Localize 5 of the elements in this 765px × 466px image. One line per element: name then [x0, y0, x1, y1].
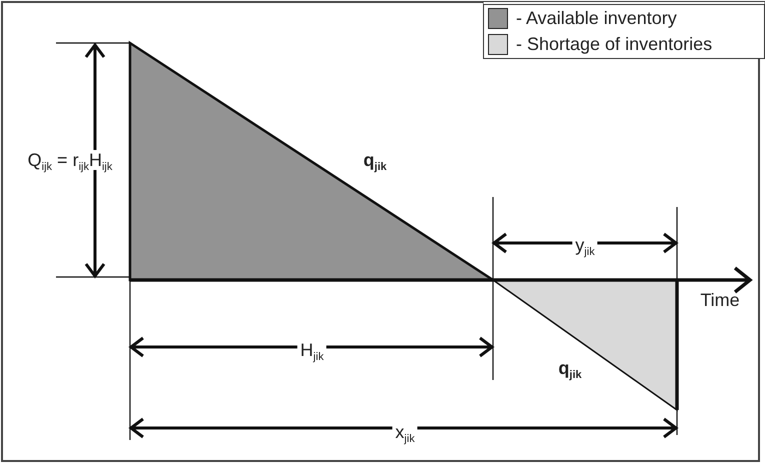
- math-label: q$_{jik}$: [557, 358, 583, 378]
- math-label: q$_{jik}$: [362, 150, 388, 170]
- legend-text: - Available inventory: [516, 8, 677, 30]
- math-label: Time: [699, 290, 741, 310]
- legend-text: - Shortage of inventories: [516, 34, 712, 55]
